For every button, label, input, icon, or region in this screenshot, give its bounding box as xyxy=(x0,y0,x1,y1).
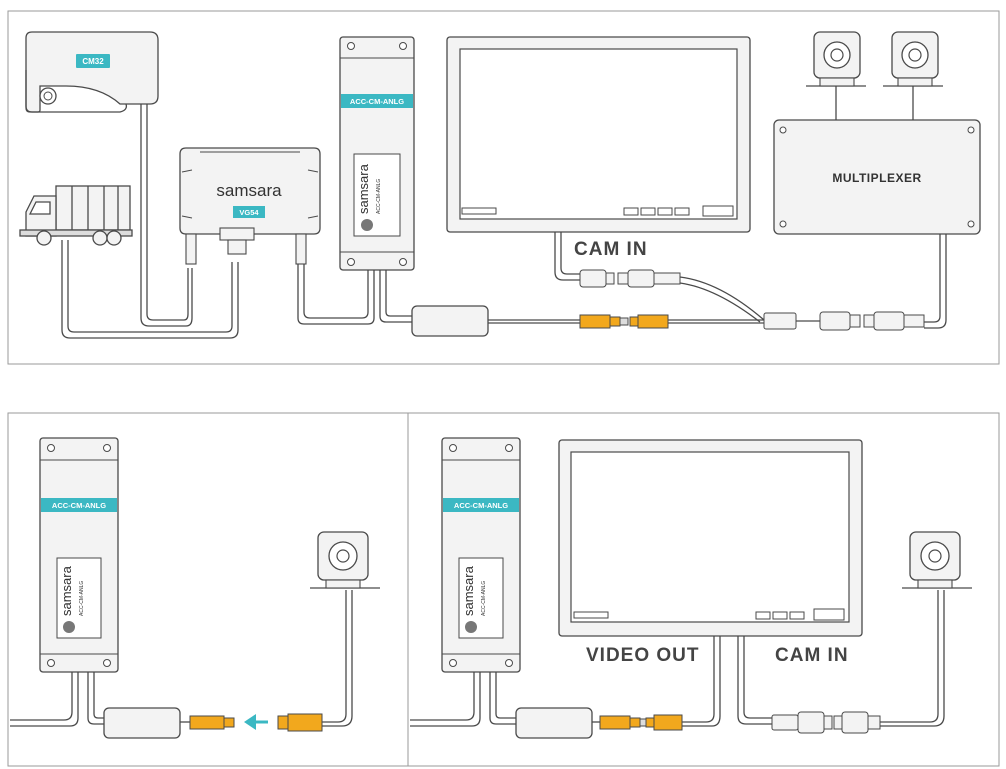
camera-top-1 xyxy=(806,31,866,87)
camera-bottom-right xyxy=(902,531,972,589)
inline-filter-box xyxy=(515,707,593,739)
bottom-left-cables xyxy=(10,590,353,727)
acc-cm-anlg-bottom-right: ACC-CM-ANLG samsara ACC-CM-ANLG xyxy=(441,437,521,673)
multiplexer: MULTIPLEXER xyxy=(773,119,981,235)
acc-br-model: ACC-CM-ANLG xyxy=(481,581,487,616)
acc-top-brand: samsara xyxy=(356,163,371,214)
splitter-connector xyxy=(763,311,925,331)
cm32-tag: CM32 xyxy=(82,57,104,66)
truck-icon xyxy=(19,185,133,246)
samsara-logo-icon xyxy=(63,621,75,633)
acc-bl-brand: samsara xyxy=(59,565,74,616)
inline-filter-box xyxy=(411,305,489,337)
multiplexer-label: MULTIPLEXER xyxy=(832,171,921,185)
acc-br-tag: ACC-CM-ANLG xyxy=(454,501,508,510)
samsara-logo-icon xyxy=(361,219,373,231)
acc-br-brand: samsara xyxy=(461,565,476,616)
rca-connector-orange xyxy=(579,314,669,329)
acc-top-model: ACC-CM-ANLG xyxy=(376,179,382,214)
samsara-logo-icon xyxy=(465,621,477,633)
acc-bl-model: ACC-CM-ANLG xyxy=(79,581,85,616)
cam-in-label-bottom: CAM IN xyxy=(775,645,849,666)
vg54-gateway: samsara VG54 xyxy=(179,147,321,265)
acc-cm-anlg-top: ACC-CM-ANLG samsara ACC-CM-ANLG xyxy=(339,36,415,271)
cm32-camera: CM32 xyxy=(25,31,159,113)
acc-bl-tag: ACC-CM-ANLG xyxy=(52,501,106,510)
rca-connector-white-bottom xyxy=(771,711,881,734)
arrow-left-icon xyxy=(244,714,268,730)
acc-top-tag: ACC-CM-ANLG xyxy=(350,97,404,106)
camera-top-2 xyxy=(883,31,943,87)
camera-bottom-left xyxy=(310,531,380,589)
vg54-tag: VG54 xyxy=(239,208,259,217)
bottom-right-cables xyxy=(410,590,945,727)
top-cables xyxy=(61,86,947,339)
rca-connector-white-top xyxy=(579,269,681,288)
inline-filter-box xyxy=(103,707,181,739)
rca-connector-orange xyxy=(599,714,683,731)
cm32-lens-icon xyxy=(39,87,57,105)
vg54-brand: samsara xyxy=(216,181,282,200)
rca-connector-orange xyxy=(189,713,323,732)
monitor-top xyxy=(446,36,751,233)
video-out-label: VIDEO OUT xyxy=(586,645,700,666)
monitor-bottom xyxy=(558,439,863,637)
cam-in-label-top: CAM IN xyxy=(574,239,648,260)
acc-cm-anlg-bottom-left: ACC-CM-ANLG samsara ACC-CM-ANLG xyxy=(39,437,119,673)
